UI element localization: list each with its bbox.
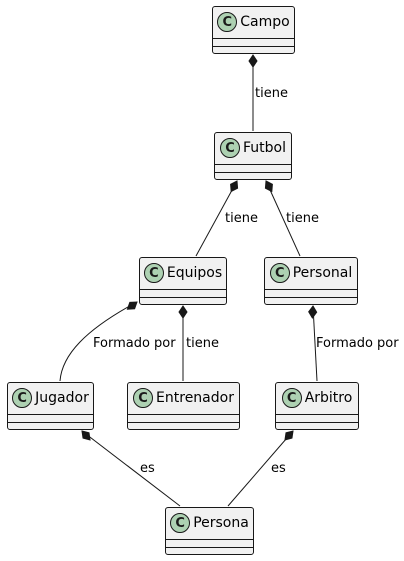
relation-line-jugador-persona [81,430,181,507]
relation-label-jugador-persona: es [140,461,155,476]
relation-label-equipos-jugador: Formado por [93,336,176,351]
class-icon: C [170,513,191,533]
methods-divider [265,297,357,298]
relation-line-futbol-equipos [195,180,238,257]
composition-diamond-icon [248,54,258,68]
methods-divider [140,297,226,298]
class-name: Equipos [166,265,223,281]
class-name: Personal [292,265,353,281]
class-icon: C [269,263,290,283]
class-name: Campo [240,14,290,30]
class-name: Futbol [243,140,286,156]
attributes-divider [8,414,93,415]
attributes-divider [215,164,291,165]
composition-diamond-icon [264,180,273,193]
composition-diamond-icon [178,305,188,319]
methods-divider [128,422,239,423]
class-name: Arbitro [304,390,353,406]
class-icon: C [220,138,240,158]
class-icon: C [217,12,238,32]
methods-divider [213,46,294,47]
class-icon: C [12,388,33,408]
attributes-divider [166,539,253,540]
relation-label-arbitro-persona: es [271,461,286,476]
composition-diamond-icon [284,430,294,441]
attributes-divider [265,289,357,290]
composition-diamond-icon [308,305,318,319]
class-icon: C [133,388,154,408]
composition-diamond-icon [230,180,239,193]
relation-label-futbol-personal: tiene [286,211,319,226]
relation-line-arbitro-persona [227,430,294,507]
composition-diamond-icon [126,301,138,310]
relation-line-equipos-jugador [59,301,138,382]
relation-label-equipos-entrenador: tiene [186,336,219,351]
relation-label-personal-arbitro: Formado por [316,336,399,351]
methods-divider [166,547,253,548]
composition-diamond-icon [81,430,91,441]
relation-line-futbol-personal [265,180,301,257]
attributes-divider [213,38,294,39]
relation-label-campo-futbol: tiene [255,86,288,101]
relation-label-futbol-equipos: tiene [225,211,258,226]
methods-divider [276,422,358,423]
class-name: Entrenador [156,390,234,406]
class-name: Jugador [35,390,89,406]
class-icon: C [143,263,164,283]
methods-divider [215,172,291,173]
methods-divider [8,422,93,423]
attributes-divider [140,289,226,290]
class-name: Persona [193,515,249,531]
class-icon: C [281,388,302,408]
attributes-divider [128,414,239,415]
attributes-divider [276,414,358,415]
relation-line-personal-arbitro [312,305,318,382]
